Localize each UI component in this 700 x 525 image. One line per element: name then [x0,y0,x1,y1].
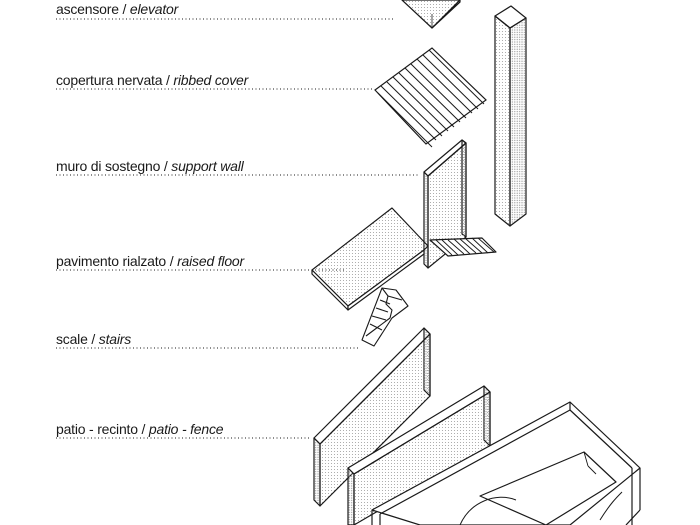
patio-wall-back [313,327,431,507]
label-support-wall: muro di sostegno / support wall [56,158,244,174]
label-support-wall-italian: muro di sostegno [56,158,161,174]
patio-wall-front [347,385,491,525]
label-raised-floor: pavimento rialzato / raised floor [56,253,244,269]
stairs [361,287,409,347]
fence-enclosure [371,401,641,525]
label-stairs: scale / stairs [56,331,132,347]
label-stairs-italian: scale [56,331,88,347]
label-elevator-english: elevator [129,1,179,17]
label-ribbed-cover: copertura nervata / ribbed cover [56,72,249,88]
ribbed-cover [374,47,487,148]
raised-floor [311,207,497,311]
elevator-shaft [401,0,461,29]
label-support-wall-english: support wall [171,158,244,174]
elevator-tower [494,5,527,227]
label-raised-floor-english: raised floor [177,253,244,269]
label-elevator: ascensore / elevator [56,1,179,17]
label-stairs-english: stairs [98,331,132,347]
label-patio-fence-english: patio - fence [148,421,224,437]
label-raised-floor-italian: pavimento rialzato [56,253,167,269]
label-ribbed-cover-italian: copertura nervata [56,72,163,88]
label-elevator-italian: ascensore [56,1,119,17]
label-ribbed-cover-english: ribbed cover [173,72,249,88]
support-wall [423,139,467,269]
label-patio-fence-italian: patio - recinto [56,421,138,437]
label-patio-fence: patio - recinto / patio - fence [56,421,224,437]
